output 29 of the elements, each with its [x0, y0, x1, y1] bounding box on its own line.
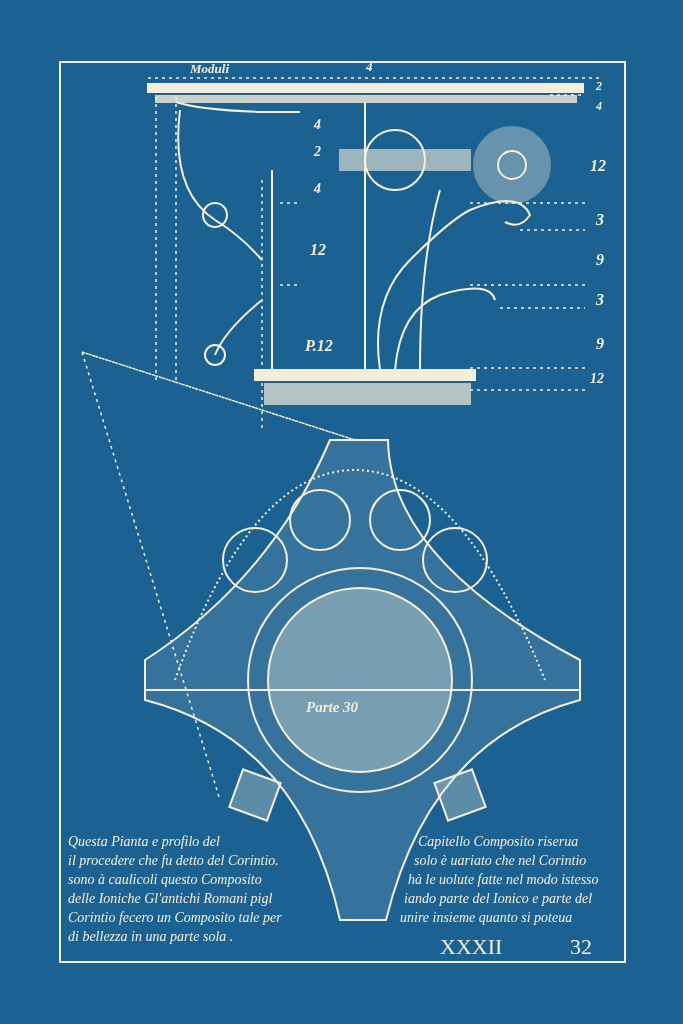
dimension-number: 2: [596, 80, 602, 92]
dimension-number: 12: [310, 242, 326, 258]
plan-label: Parte 30: [306, 700, 359, 715]
description-text: di bellezza in una parte sola .: [68, 930, 234, 944]
description-text: unire insieme quanto si poteua: [400, 911, 573, 925]
dimension-number: 9: [596, 336, 604, 352]
dimension-number: 3: [596, 212, 604, 228]
description-text: Questa Pianta e profilo del: [68, 835, 220, 849]
description-text: solo è uariato che nel Corintio: [414, 854, 587, 868]
description-text: il procedere che fu detto del Corintio.: [68, 854, 279, 868]
description-text: sono à caulicoli questo Composito: [68, 873, 262, 887]
dimension-number: 12: [590, 372, 604, 386]
description-text: Corintio fecero un Composito tale per: [68, 911, 282, 925]
dimension-number: 4: [366, 60, 373, 73]
dimension-number: 4: [596, 100, 602, 112]
dimension-number: 9: [596, 252, 604, 268]
dimension-number: 3: [596, 292, 604, 308]
plate-number: XXXII: [440, 936, 503, 958]
description-text: Capitello Composito riserua: [418, 835, 579, 849]
dimension-number: 4: [314, 118, 321, 132]
description-text: delle Ioniche Gl'antichi Romani pigl: [68, 892, 273, 906]
description-text: hà le uolute fatte nel modo istesso: [408, 873, 599, 887]
dimension-number: 2: [314, 145, 321, 159]
description-text: iando parte del Ionico e parte del: [404, 892, 593, 906]
dimension-number: P.12: [305, 338, 333, 354]
dimension-number: 4: [314, 182, 321, 196]
page-number: 32: [570, 936, 592, 958]
dimension-number: 12: [590, 158, 606, 174]
scale-label: Moduli: [190, 62, 229, 75]
